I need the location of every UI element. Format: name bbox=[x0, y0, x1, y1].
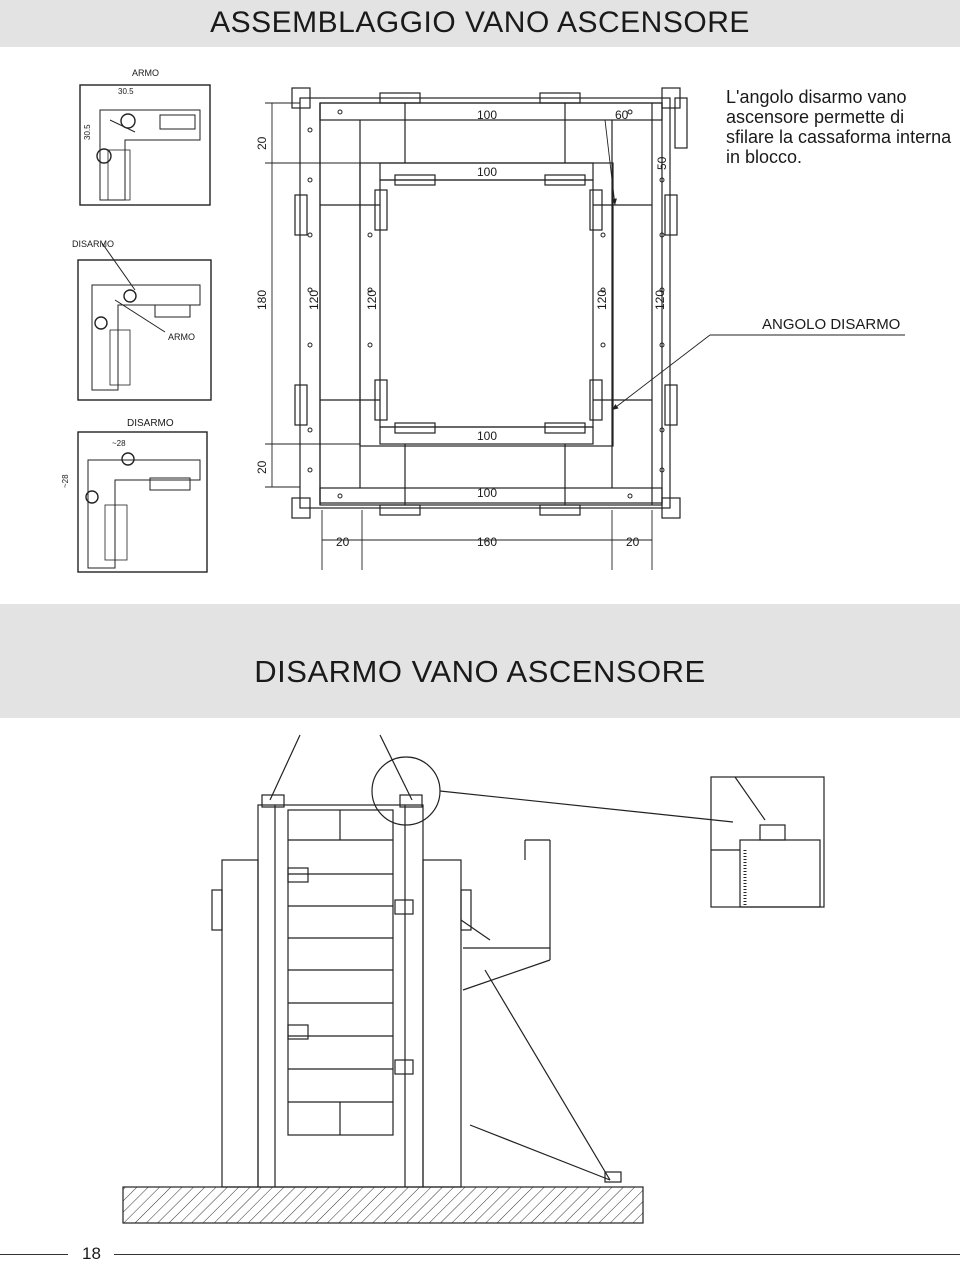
detail-armo-dim-v: 30.5 bbox=[83, 124, 92, 140]
page-title: ASSEMBLAGGIO VANO ASCENSORE bbox=[210, 5, 750, 39]
dim-bot-outer: 100 bbox=[477, 486, 497, 500]
detail-disarmo2-dim-h: ~28 bbox=[112, 439, 126, 448]
description-text: L'angolo disarmo vano ascensore permette… bbox=[726, 87, 952, 167]
dim-right-top: 50 bbox=[655, 156, 669, 170]
dim-top-outer: 100 bbox=[477, 108, 497, 122]
dim-top-inner: 100 bbox=[477, 165, 497, 179]
dim-col-3: 120 bbox=[595, 290, 609, 310]
header-band: ASSEMBLAGGIO VANO ASCENSORE bbox=[0, 0, 960, 47]
footer-rule-right bbox=[114, 1254, 960, 1255]
dim-col-1: 120 bbox=[307, 290, 321, 310]
dim-left-top: 20 bbox=[255, 136, 269, 150]
detail-disarmo bbox=[77, 242, 212, 401]
detail-armo-dim-h: 30.5 bbox=[118, 87, 134, 96]
dim-bottom-left: 20 bbox=[336, 535, 350, 549]
dim-left-mid: 180 bbox=[255, 290, 269, 310]
elevation-zoom-detail bbox=[710, 776, 825, 908]
plan-view bbox=[291, 87, 688, 519]
section-title: DISARMO VANO ASCENSORE bbox=[254, 654, 706, 689]
plan-dimensions bbox=[265, 102, 905, 570]
detail-disarmo-2 bbox=[77, 431, 208, 573]
detail-armo bbox=[79, 84, 211, 206]
footer-rule-left bbox=[0, 1254, 68, 1255]
detail-disarmo2-dim-v: ~28 bbox=[61, 474, 70, 488]
detail-disarmo-sub: ARMO bbox=[168, 332, 195, 342]
callout-label: ANGOLO DISARMO bbox=[762, 316, 900, 333]
dim-bot-inner: 100 bbox=[477, 429, 497, 443]
page-number: 18 bbox=[82, 1244, 101, 1263]
plan-bolts bbox=[307, 109, 665, 499]
dim-top-right: 60 bbox=[615, 108, 629, 122]
elevation-view bbox=[122, 734, 734, 1224]
detail-armo-title: ARMO bbox=[132, 68, 159, 78]
section-band: DISARMO VANO ASCENSORE bbox=[0, 604, 960, 718]
dim-bottom-right: 20 bbox=[626, 535, 640, 549]
detail-disarmo2-title: DISARMO bbox=[127, 418, 174, 429]
detail-disarmo-title: DISARMO bbox=[72, 239, 114, 249]
dim-bottom-mid: 160 bbox=[477, 535, 497, 549]
dim-left-bot: 20 bbox=[255, 460, 269, 474]
dim-col-2: 120 bbox=[365, 290, 379, 310]
dim-col-4: 120 bbox=[653, 290, 667, 310]
